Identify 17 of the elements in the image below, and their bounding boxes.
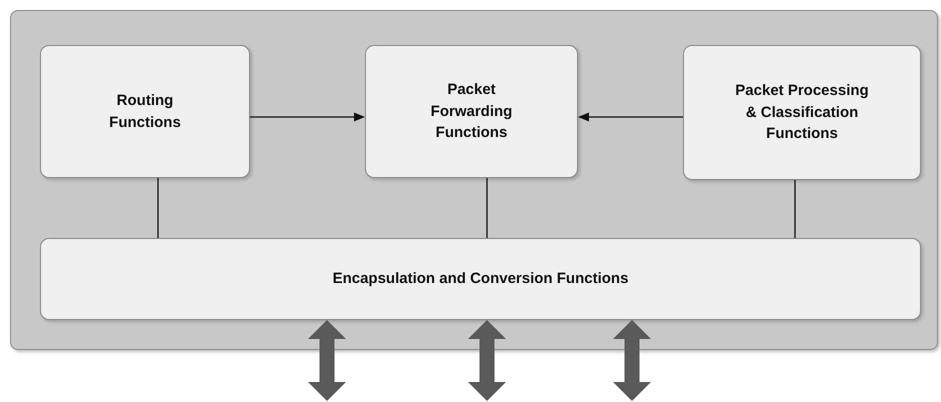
double-arrow bbox=[308, 320, 346, 401]
connector-line bbox=[157, 178, 159, 238]
box-label: Packet Processing & Classification Functions bbox=[734, 80, 870, 144]
container-panel bbox=[10, 10, 938, 350]
double-arrow bbox=[468, 320, 506, 401]
arrow bbox=[250, 112, 365, 122]
function-box bbox=[683, 45, 921, 180]
box-label: Encapsulation and Conversion Functions bbox=[332, 269, 628, 290]
arrow bbox=[578, 112, 683, 122]
box-label: Routing Functions bbox=[108, 90, 182, 132]
double-arrow bbox=[613, 320, 651, 401]
function-box bbox=[40, 238, 921, 320]
function-box bbox=[40, 45, 250, 178]
connector-line bbox=[486, 178, 488, 238]
connector-line bbox=[794, 180, 796, 238]
box-label: Packet Forwarding Functions bbox=[430, 80, 514, 144]
function-box bbox=[365, 45, 578, 178]
